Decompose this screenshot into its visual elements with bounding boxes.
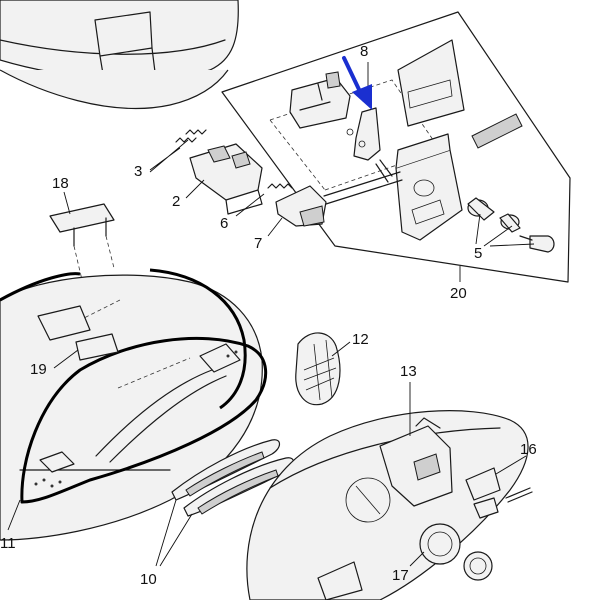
emblem-upper — [171, 439, 281, 501]
highlight-arrow — [342, 56, 372, 110]
lock-lever — [346, 107, 381, 161]
hinge-18 — [49, 203, 115, 281]
reflector-12 — [295, 332, 341, 406]
callout-7: 7 — [254, 235, 262, 252]
callout-18: 18 — [52, 175, 69, 192]
assembly-20-outline — [221, 11, 571, 283]
leader-11 — [7, 499, 21, 531]
leader-6 — [235, 193, 265, 217]
leader-2 — [185, 179, 205, 199]
leader-10 — [155, 499, 193, 567]
round-cover-17 — [419, 523, 461, 565]
callout-6: 6 — [220, 215, 228, 232]
badge-plate — [471, 113, 523, 149]
spring-6 — [267, 183, 293, 189]
leader-12 — [331, 341, 351, 357]
leader-19 — [53, 349, 79, 369]
hinge-19 — [37, 305, 119, 361]
callout-12: 12 — [352, 331, 369, 348]
callout-16: 16 — [520, 441, 537, 458]
handle-7 — [275, 185, 327, 227]
latch-part-2 — [189, 143, 263, 215]
callout-10: 10 — [140, 571, 157, 588]
lock-cylinder-parts — [467, 197, 555, 253]
latch-bracket — [289, 71, 351, 129]
callout-11: 11 — [0, 535, 16, 552]
leader-3 — [149, 139, 189, 173]
leader-17 — [409, 551, 425, 567]
gasket-outline-upper — [0, 268, 247, 410]
lock-rod — [323, 159, 403, 205]
callout-3: 3 — [134, 163, 142, 180]
leader-5 — [475, 213, 535, 247]
callout-19: 19 — [30, 361, 47, 378]
leader-18 — [63, 191, 71, 215]
gasket-outline-lower — [20, 337, 268, 504]
callout-2: 2 — [172, 193, 180, 210]
callout-20: 20 — [450, 285, 467, 302]
case-lid — [0, 0, 239, 110]
lock-housing — [395, 133, 463, 241]
vent-corner — [317, 561, 363, 600]
springs-3 — [175, 129, 207, 143]
hinge-16 — [465, 467, 533, 519]
leader-7 — [267, 217, 283, 237]
vent-pattern — [34, 350, 238, 488]
cover-plate — [397, 39, 465, 127]
callout-8: 8 — [360, 43, 368, 60]
inner-lid-part-13 — [379, 417, 453, 507]
callout-13: 13 — [400, 363, 417, 380]
callout-17: 17 — [392, 567, 409, 584]
logo-disc — [463, 551, 493, 581]
callout-5: 5 — [474, 245, 482, 262]
leader-16 — [495, 455, 527, 475]
